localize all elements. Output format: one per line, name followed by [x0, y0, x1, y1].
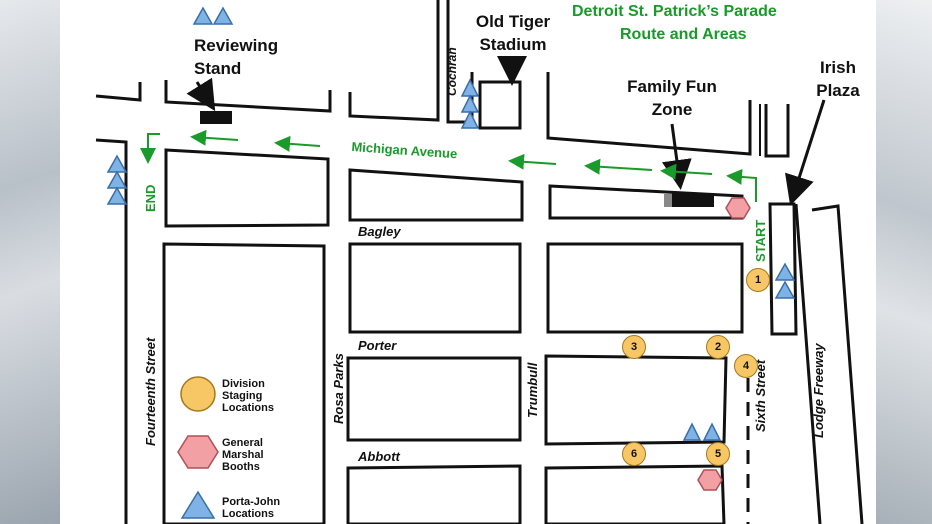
- reviewing-stand-marker: [200, 111, 232, 124]
- staging-location-1: 1: [746, 268, 770, 292]
- reviewing-stand-label: Reviewing Stand: [194, 36, 279, 78]
- family-fun-zone-label: Family Fun Zone: [627, 77, 717, 119]
- staging-location-3: 3: [622, 335, 646, 359]
- block-fourteenth-west: [95, 138, 128, 524]
- block-nw-2: [164, 80, 332, 113]
- route-arrows: [140, 129, 757, 202]
- street-lines: [95, 0, 864, 524]
- fun-zone-arrow: [661, 123, 692, 190]
- bagley-street-label: Bagley: [358, 224, 401, 239]
- porter-street-label: Porter: [358, 338, 397, 353]
- parade-map: Detroit St. Patrick’s Parade Route and A…: [60, 0, 876, 524]
- staging-number: 4: [742, 359, 750, 372]
- background-left: [0, 0, 60, 524]
- start-label: START: [753, 219, 768, 262]
- legend-staging-icon: [180, 376, 216, 412]
- staging-location-4: 4: [734, 354, 758, 378]
- legend-porta-text: Porta-John Locations: [222, 496, 281, 520]
- block-cochran: [446, 0, 474, 124]
- marshal-booths: [697, 197, 751, 491]
- trumbull-label: Trumbull: [525, 362, 540, 418]
- legend-staging-text: Division Staging Locations: [222, 378, 274, 414]
- lodge-west-edge: [794, 203, 822, 524]
- lodge-east-edge: [811, 204, 864, 524]
- block-large-west: [162, 242, 326, 524]
- block-plaza-north: [764, 104, 790, 158]
- cochran-street-label: Cochran: [445, 47, 459, 96]
- fun-zone-marker: [672, 193, 714, 207]
- old-tiger-stadium-label: Old Tiger Stadium: [475, 12, 551, 54]
- abbott-street-label: Abbott: [358, 449, 400, 464]
- staging-number: 3: [630, 340, 638, 353]
- staging-location-2: 2: [706, 335, 730, 359]
- background-right: [876, 0, 932, 524]
- end-label: END: [143, 184, 158, 212]
- block-4: [348, 242, 522, 334]
- block-7: [544, 354, 728, 446]
- fourteenth-street-label: Fourteenth Street: [143, 337, 158, 446]
- fun-zone-marker-gray: [664, 194, 674, 207]
- legend-marshal-icon: [177, 435, 219, 469]
- irish-plaza-arrow: [785, 99, 826, 206]
- block-8: [346, 464, 522, 524]
- block-ne: [546, 72, 752, 156]
- block-2: [348, 168, 524, 222]
- block-6: [346, 356, 522, 442]
- map-drawing: [95, 0, 864, 524]
- staging-number: 6: [630, 447, 638, 460]
- reviewing-stand-arrow: [186, 77, 216, 112]
- block-1: [164, 148, 330, 228]
- staging-number: 2: [714, 340, 722, 353]
- staging-location-6: 6: [622, 442, 646, 466]
- staging-number: 1: [754, 273, 762, 286]
- block-5: [546, 242, 744, 334]
- block-nw-1: [95, 82, 142, 102]
- lodge-freeway-label: Lodge Freeway: [811, 343, 826, 438]
- block-nw-3: [348, 0, 440, 122]
- rosa-parks-label: Rosa Parks: [331, 353, 346, 424]
- irish-plaza-label: Irish Plaza: [816, 58, 860, 100]
- staging-number: 5: [714, 447, 722, 460]
- porta-johns: [106, 6, 796, 441]
- block-9: [544, 464, 726, 524]
- legend-marshal-text: General Marshal Booths: [222, 437, 264, 473]
- legend-porta-icon: [180, 490, 216, 519]
- stadium-block: [478, 80, 522, 130]
- staging-location-5: 5: [706, 442, 730, 466]
- map-title: Detroit St. Patrick’s Parade: [572, 3, 777, 20]
- map-subtitle: Route and Areas: [620, 26, 747, 43]
